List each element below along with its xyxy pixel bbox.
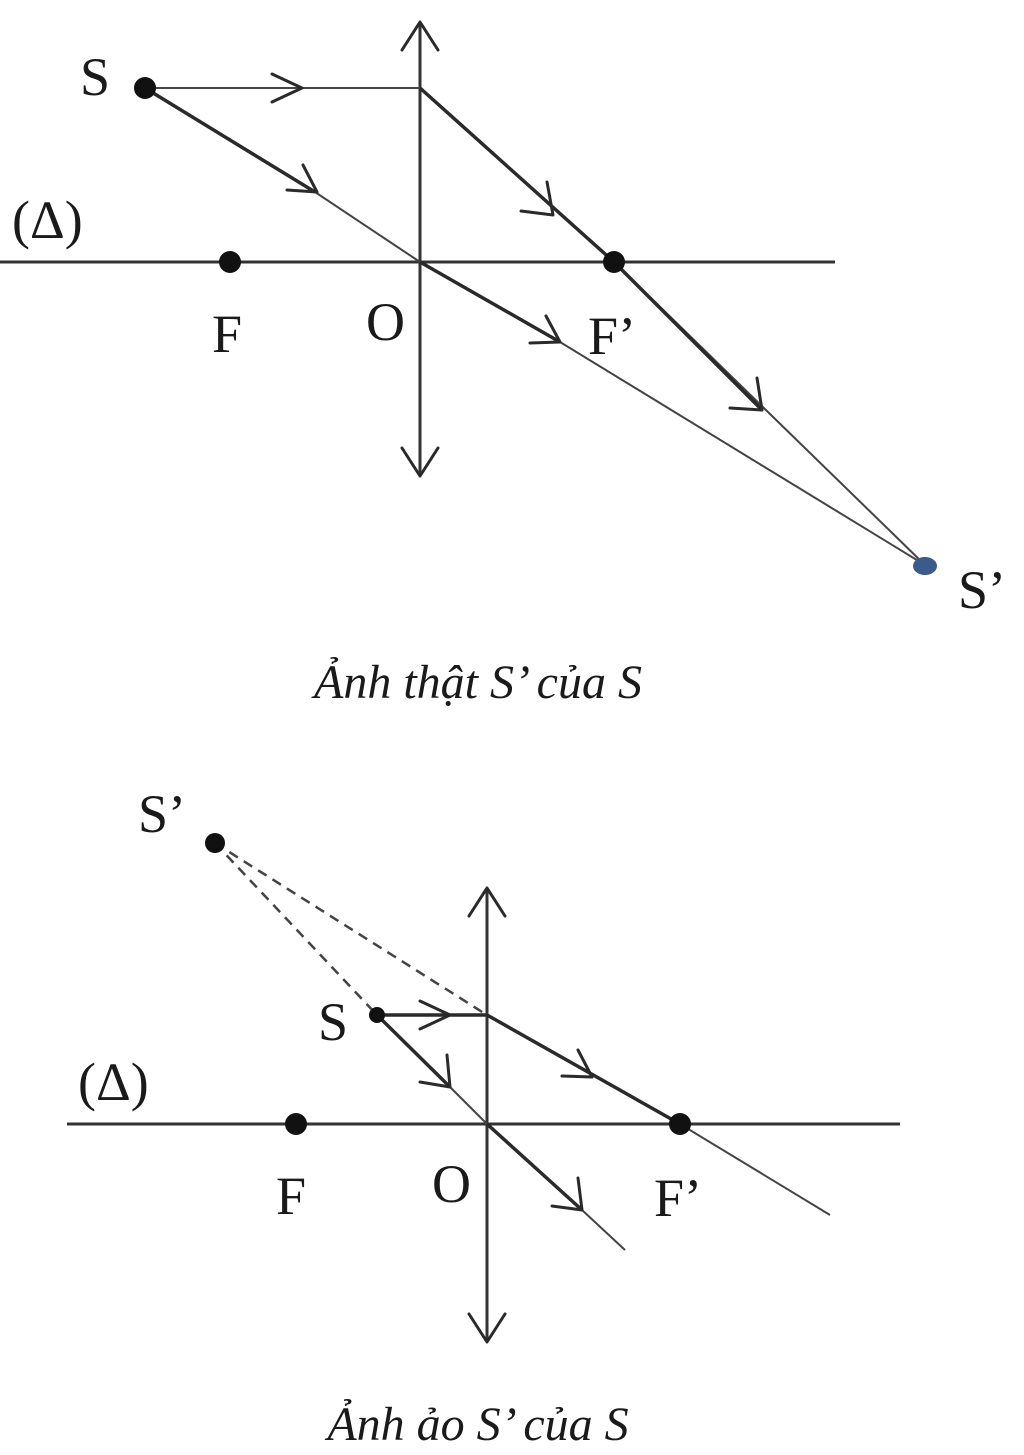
image-point-Sprime [205,833,225,853]
virtual-extension-line [214,841,488,1017]
ray-arrow-head [270,72,304,104]
label-Sprime: S’ [958,560,1006,620]
label-O: O [432,1154,471,1214]
ray-arrow-head [528,314,562,345]
ray-through-center [144,86,926,566]
focus-point-Fprime [669,1113,691,1135]
ray-through-center [375,1013,626,1251]
label-F: F [276,1166,306,1226]
ray-arrow-head [550,1176,584,1212]
ray-parallel [377,1013,831,1216]
figure-virtual-image: S’ S (Δ) F O F’ Ảnh ảo S’ của S [67,784,900,1451]
source-point-S [134,77,156,99]
ray-arrow-head [418,1053,452,1089]
caption-real-image: Ảnh thật S’ của S [311,656,642,709]
label-Fprime: F’ [654,1168,702,1228]
converging-lens [467,886,507,1344]
focus-point-Fprime [603,251,625,273]
virtual-extension-line [214,842,378,1016]
label-S: S [80,47,110,107]
label-delta: (Δ) [12,190,83,250]
caption-virtual-image: Ảnh ảo S’ của S [324,1398,628,1451]
label-Sprime: S’ [138,784,186,844]
label-O: O [366,292,405,352]
label-S: S [318,992,348,1052]
ray-parallel [145,72,926,566]
image-point-Sprime [913,557,937,575]
figure-real-image: S (Δ) F O F’ S’ Ảnh thật S’ của S [0,20,1006,709]
ray-arrow-head [418,999,452,1031]
focus-point-F [285,1113,307,1135]
converging-lens [400,20,440,478]
label-F: F [212,304,242,364]
label-Fprime: F’ [588,306,636,366]
ray-arrow-head [560,1048,594,1079]
source-point-S [369,1007,385,1023]
label-delta: (Δ) [78,1052,149,1112]
ray-arrow-head [728,376,764,412]
ray-arrow-head [519,180,555,217]
focus-point-F [219,251,241,273]
ray-arrow-head [285,163,319,194]
